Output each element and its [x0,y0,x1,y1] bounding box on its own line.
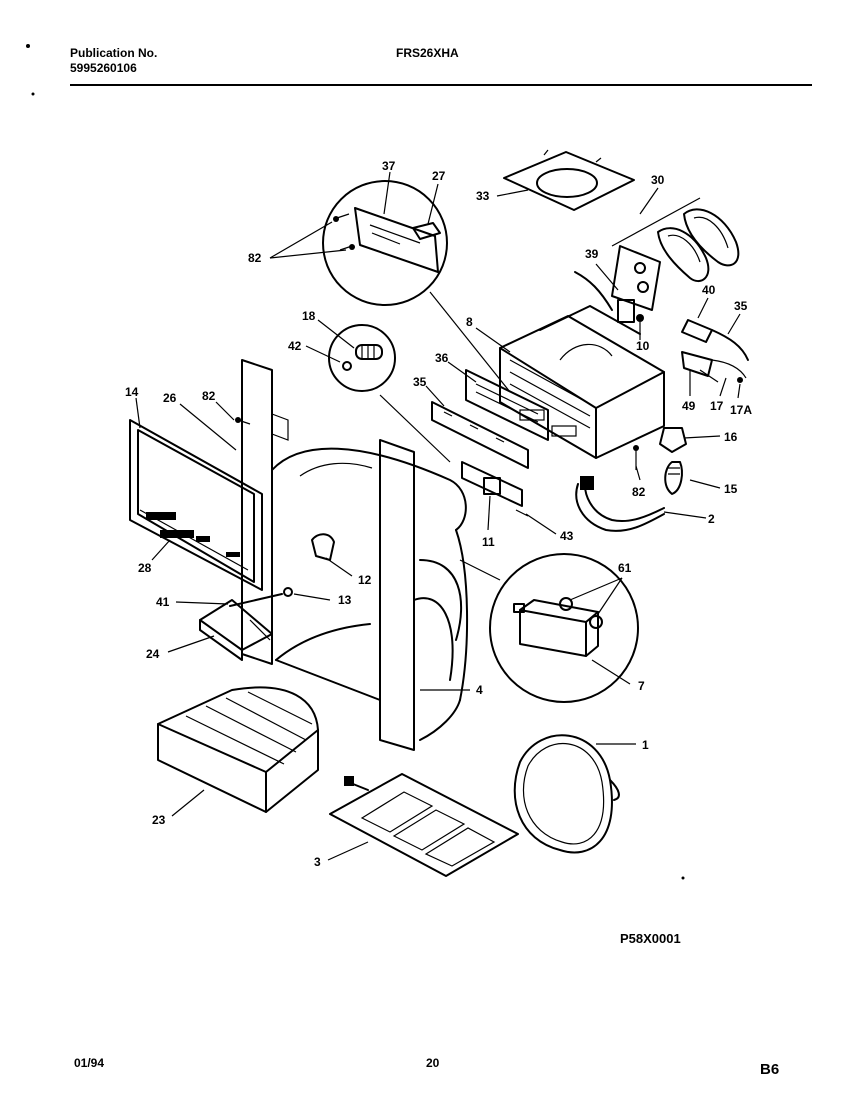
detail-circle-switch [459,553,639,703]
part-11-bracket [461,461,529,517]
footer-date: 01/94 [74,1056,105,1070]
callout-15: 15 [724,482,738,496]
callout-36: 36 [435,351,449,365]
part-39-motor [574,245,661,323]
callout-49: 49 [682,399,696,413]
part-41-screw [229,587,293,607]
publication-label: Publication No. [70,46,158,60]
callout-16: 16 [724,430,738,444]
part-channel-right [379,439,415,751]
part-24-paddle [199,599,273,661]
detail-circle-spring [328,324,451,463]
callout-30: 30 [651,173,665,187]
callout-82c: 82 [632,485,646,499]
part-40-35-wiring [681,319,749,383]
part-16-socket [633,427,687,495]
callout-17a: 17A [730,403,752,417]
callout-23: 23 [152,813,166,827]
part-channel-left [235,359,289,665]
callout-33: 33 [476,189,490,203]
part-3-heater [329,773,519,877]
callout-37: 37 [382,159,396,173]
part-1-gasket [513,734,620,854]
callout-17: 17 [710,399,724,413]
part-23-drip-tray [157,686,319,813]
part-2-harness [575,476,665,532]
leader-lines [135,171,741,861]
callout-40: 40 [702,283,716,297]
callout-61: 61 [618,561,632,575]
callout-24: 24 [146,647,160,661]
detail-circle-bracket [322,180,511,393]
callout-8: 8 [466,315,473,329]
callout-35a: 35 [734,299,748,313]
callout-11: 11 [482,535,495,549]
drawing-code: P58X0001 [620,931,681,946]
callout-7: 7 [638,679,645,693]
callout-27: 27 [432,169,446,183]
part-36-plates [431,369,549,469]
callout-82a: 82 [248,251,262,265]
callout-82b: 82 [202,389,216,403]
callout-1: 1 [642,738,649,752]
callout-35b: 35 [413,375,427,389]
callout-2: 2 [708,512,715,526]
part-33-cover [503,149,635,211]
callout-41: 41 [156,595,170,609]
footer-page-number: 20 [426,1056,440,1070]
callout-14: 14 [125,385,139,399]
callout-26: 26 [163,391,177,405]
part-14-dispenser-face [129,419,263,591]
callout-43: 43 [560,529,574,543]
callout-10: 10 [636,339,650,353]
part-30-louver [611,197,740,283]
callout-12: 12 [358,573,372,587]
model-number: FRS26XHA [396,46,459,60]
footer-section-code: B6 [760,1061,780,1078]
callout-13: 13 [338,593,352,607]
callout-4: 4 [476,683,483,697]
callout-18: 18 [302,309,316,323]
callout-labels: 37 27 33 30 82 39 40 35 18 8 42 10 36 35… [125,159,752,869]
part-4-container [271,447,469,741]
callout-42: 42 [288,339,302,353]
callout-28: 28 [138,561,152,575]
part-8-housing [499,305,665,459]
part-12-clip [311,533,335,561]
header-rule [70,84,812,86]
callout-3: 3 [314,855,321,869]
callout-39: 39 [585,247,599,261]
publication-number: 5995260106 [70,61,137,75]
